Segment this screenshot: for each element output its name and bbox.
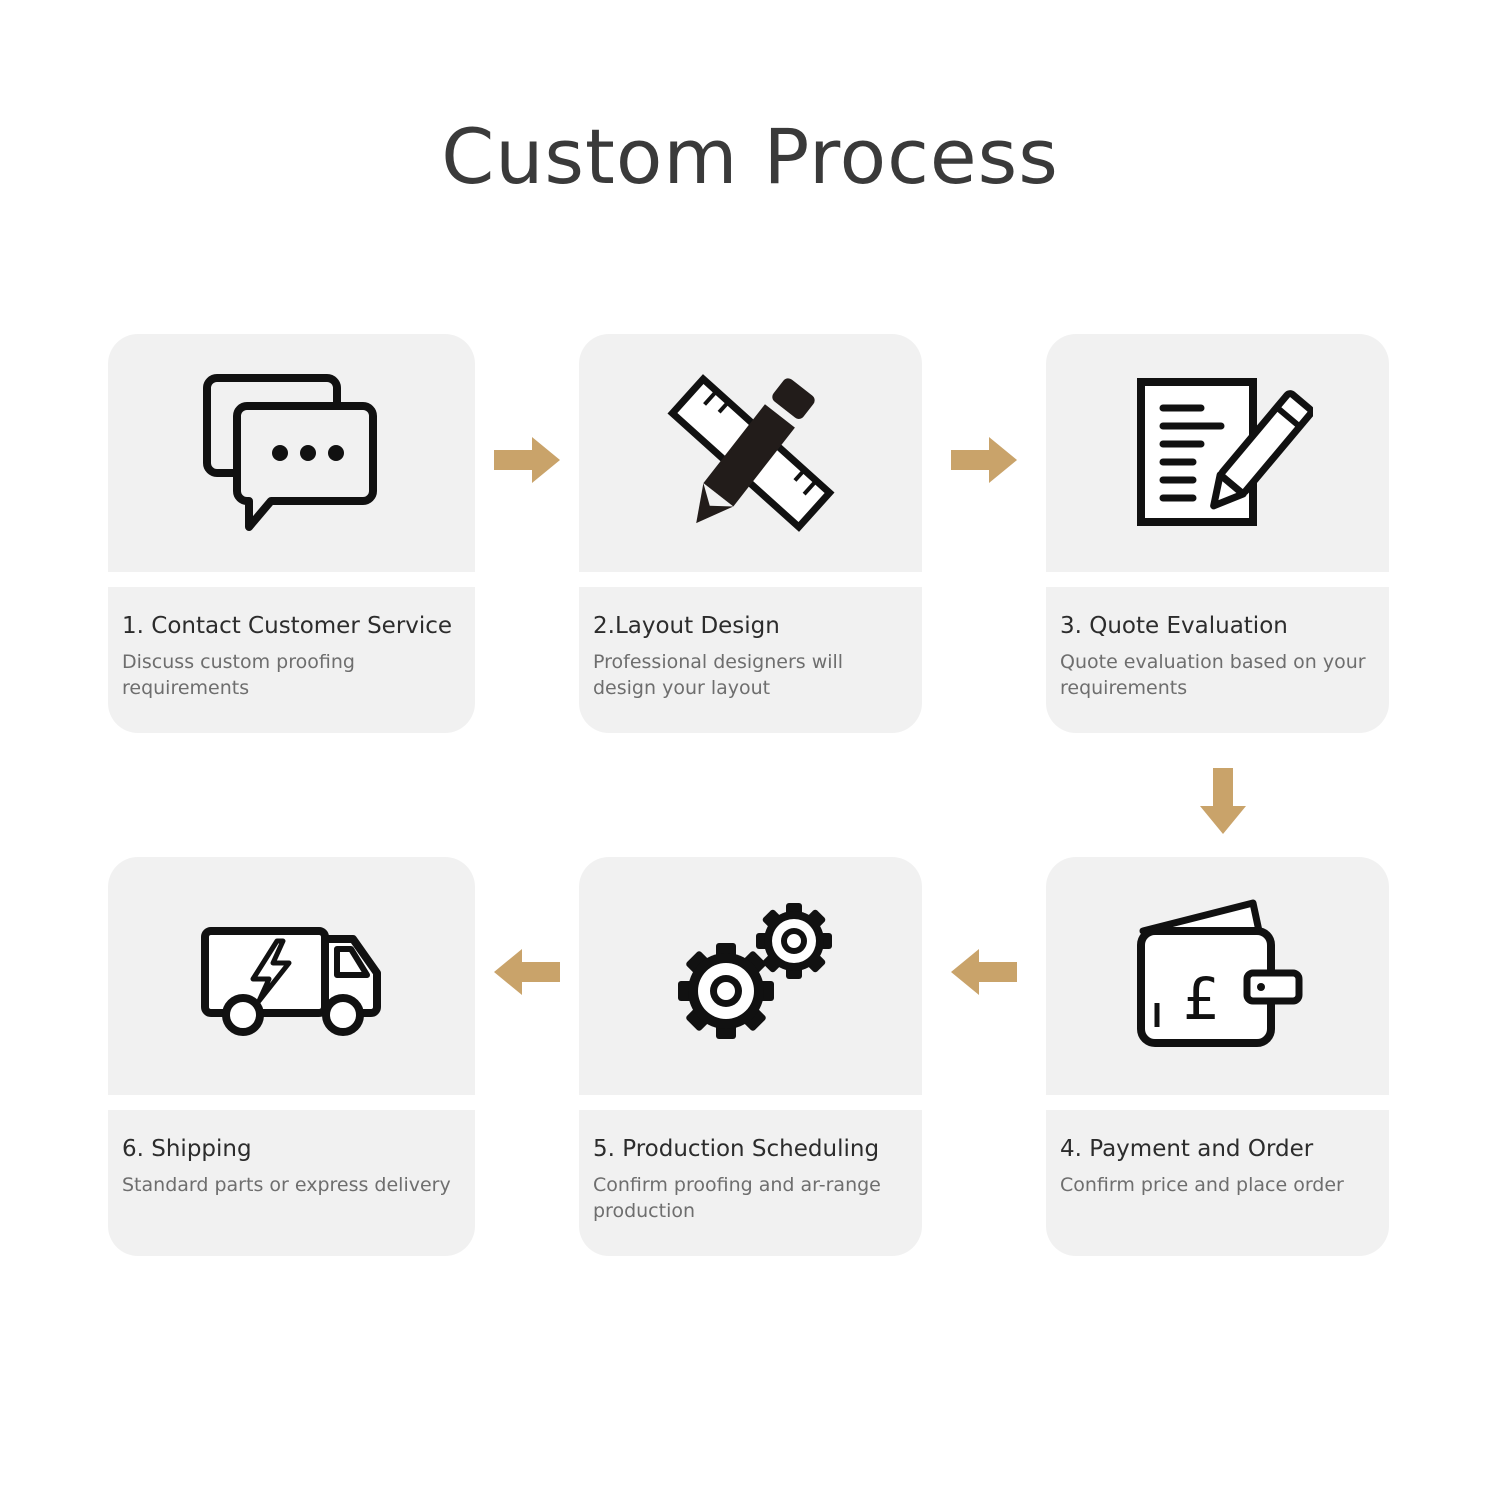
pencil-ruler-icon — [666, 374, 835, 532]
gears-icon — [677, 903, 832, 1039]
arrow-right-icon — [951, 437, 1017, 483]
step-title: 6. Shipping — [122, 1136, 252, 1162]
step-title: 1. Contact Customer Service — [122, 613, 453, 639]
gear-small — [755, 903, 832, 979]
step-icon-area — [579, 857, 922, 1095]
step-text-area: 5. Production Scheduling Confirm proofin… — [579, 1110, 922, 1256]
step-text-area: 6. Shipping Standard parts or express de… — [108, 1110, 475, 1256]
wallet-pound-icon: £ — [1136, 899, 1302, 1047]
chat-bubbles-icon — [202, 374, 377, 531]
step-text-area: 2.Layout Design Professional designers w… — [579, 587, 922, 733]
step-description: Discuss custom proofing requirements — [122, 651, 355, 699]
step-title: 5. Production Scheduling — [593, 1136, 880, 1162]
step-card-production-scheduling: 5. Production Scheduling Confirm proofin… — [579, 857, 922, 1256]
step-icon-area — [108, 334, 475, 572]
step-icon-area — [1046, 334, 1389, 572]
step-description: Confirm price and place order — [1060, 1174, 1344, 1196]
step-icon-area — [108, 857, 475, 1095]
svg-text:£: £ — [1183, 965, 1220, 1033]
step-text-area: 3. Quote Evaluation Quote evaluation bas… — [1046, 587, 1389, 733]
step-title: 4. Payment and Order — [1060, 1136, 1314, 1162]
step-description: Quote evaluation based on your requireme… — [1060, 651, 1366, 699]
arrow-down-icon — [1200, 768, 1246, 834]
delivery-truck-icon — [200, 927, 381, 1036]
step-description: Professional designers will design your … — [593, 651, 844, 699]
page-title: Custom Process — [441, 112, 1059, 201]
arrow-left-icon — [951, 949, 1017, 995]
step-description: Confirm proofing and ar-range production — [593, 1174, 881, 1222]
step-text-area: 4. Payment and Order Confirm price and p… — [1046, 1110, 1389, 1256]
arrow-left-icon — [494, 949, 560, 995]
step-card-contact: 1. Contact Customer Service Discuss cust… — [108, 334, 475, 733]
step-icon-area — [579, 334, 922, 572]
step-card-payment-order: £ 4. Payment and Order Confirm price and… — [1046, 857, 1389, 1256]
step-card-shipping: 6. Shipping Standard parts or express de… — [108, 857, 475, 1256]
step-card-quote-evaluation: 3. Quote Evaluation Quote evaluation bas… — [1046, 334, 1389, 733]
step-icon-area: £ — [1046, 857, 1389, 1095]
step-title: 3. Quote Evaluation — [1060, 613, 1288, 639]
step-card-layout-design: 2.Layout Design Professional designers w… — [579, 334, 922, 733]
arrow-right-icon — [494, 437, 560, 483]
step-text-area: 1. Contact Customer Service Discuss cust… — [108, 587, 475, 733]
step-title: 2.Layout Design — [593, 613, 780, 639]
step-description: Standard parts or express delivery — [122, 1174, 451, 1196]
gear-large — [677, 943, 774, 1039]
document-pencil-icon — [1136, 378, 1313, 526]
